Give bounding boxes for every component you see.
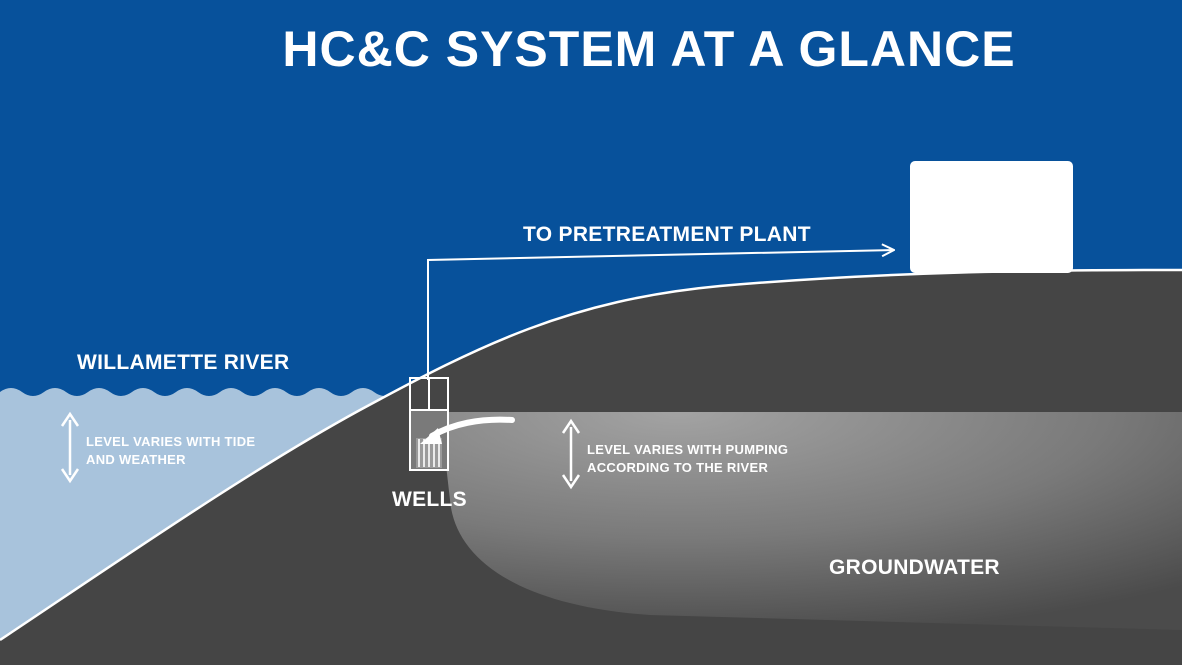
groundwater-label: GROUNDWATER	[829, 556, 1000, 579]
river-level-note-line2: AND WEATHER	[86, 452, 186, 467]
river-level-note-line1: LEVEL VARIES WITH TIDE	[86, 434, 255, 449]
river-label: WILLAMETTE RIVER	[77, 351, 289, 374]
pretreatment-plant-building	[910, 161, 1073, 273]
groundwater-level-note-line1: LEVEL VARIES WITH PUMPING	[587, 442, 788, 457]
pipe-to-plant-arrow	[427, 250, 893, 380]
pretreatment-label: TO PRETREATMENT PLANT	[523, 223, 811, 246]
groundwater-zone	[440, 412, 1182, 630]
river-level-arrow-icon	[60, 411, 80, 484]
groundwater-level-note-line2: ACCORDING TO THE RIVER	[587, 460, 768, 475]
groundwater-level-arrow-icon	[561, 418, 581, 490]
wells-label: WELLS	[392, 488, 467, 511]
groundwater-inflow-arrow	[420, 416, 515, 444]
page-title: HC&C SYSTEM AT A GLANCE	[282, 21, 1015, 77]
